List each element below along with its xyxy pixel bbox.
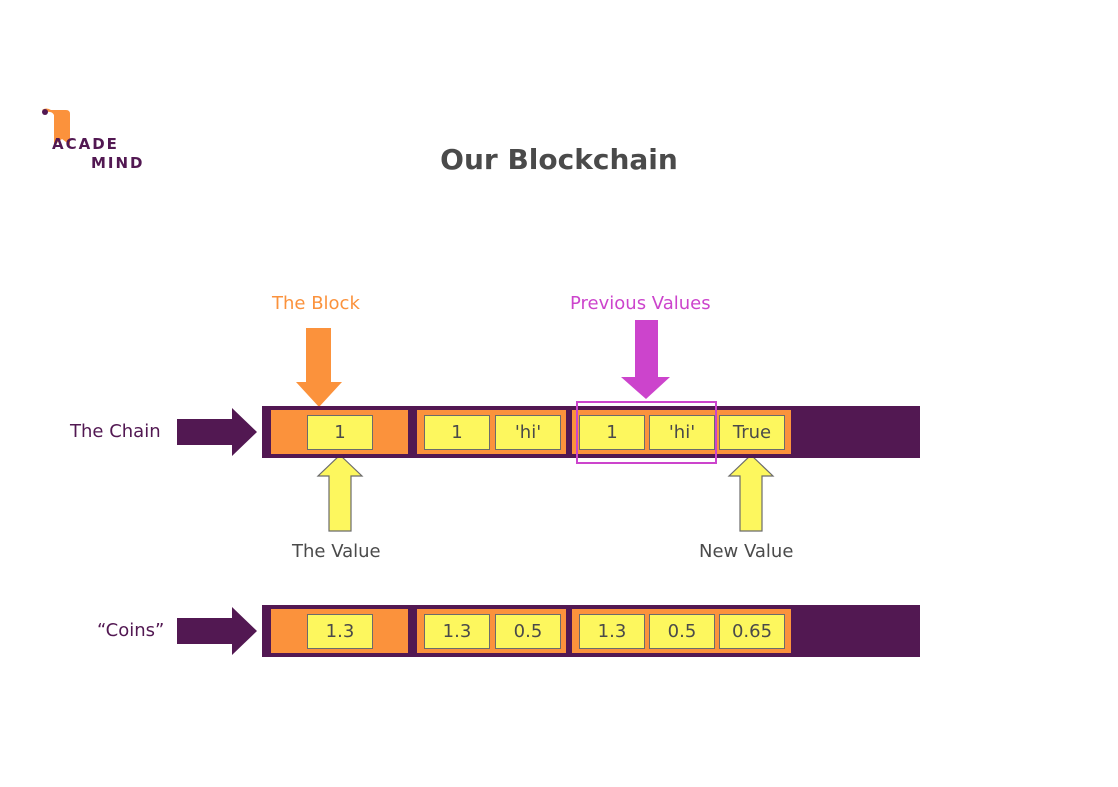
previous-values-arrow-icon — [621, 320, 670, 399]
chain-block-2-value-1: 1 — [424, 415, 490, 450]
previous-values-highlight — [576, 401, 717, 464]
new-value-arrow-icon — [727, 454, 775, 532]
chain-block-1-value-1: 1 — [307, 415, 373, 450]
logo-bookmark-icon — [42, 108, 70, 145]
coins-row-label: “Coins” — [97, 620, 165, 641]
coins-arrow-icon — [177, 607, 257, 655]
new-value-label: New Value — [699, 541, 794, 562]
coins-block-3-value-1: 1.3 — [579, 614, 645, 649]
chain-block-3-value-1: 1 — [579, 415, 645, 450]
page-title: Our Blockchain — [440, 143, 678, 176]
the-value-arrow-icon — [316, 454, 364, 532]
block-arrow-icon — [296, 328, 342, 407]
previous-values-label: Previous Values — [570, 293, 711, 314]
logo-text-line2: MIND — [91, 154, 145, 172]
chain-block-3-value-2: 'hi' — [649, 415, 715, 450]
coins-block-2-value-1: 1.3 — [424, 614, 490, 649]
coins-block-1-value-1: 1.3 — [307, 614, 373, 649]
academind-logo: ACADE MIND — [40, 107, 150, 172]
chain-block-3-value-3: True — [719, 415, 785, 450]
logo-text-line1: ACADE — [52, 135, 119, 153]
chain-block-2-value-2: 'hi' — [495, 415, 561, 450]
coins-block-3-value-3: 0.65 — [719, 614, 785, 649]
the-chain-row-label: The Chain — [70, 421, 161, 442]
the-block-label: The Block — [272, 293, 360, 314]
the-value-label: The Value — [292, 541, 381, 562]
coins-block-3-value-2: 0.5 — [649, 614, 715, 649]
chain-arrow-icon — [177, 408, 257, 456]
coins-block-2-value-2: 0.5 — [495, 614, 561, 649]
